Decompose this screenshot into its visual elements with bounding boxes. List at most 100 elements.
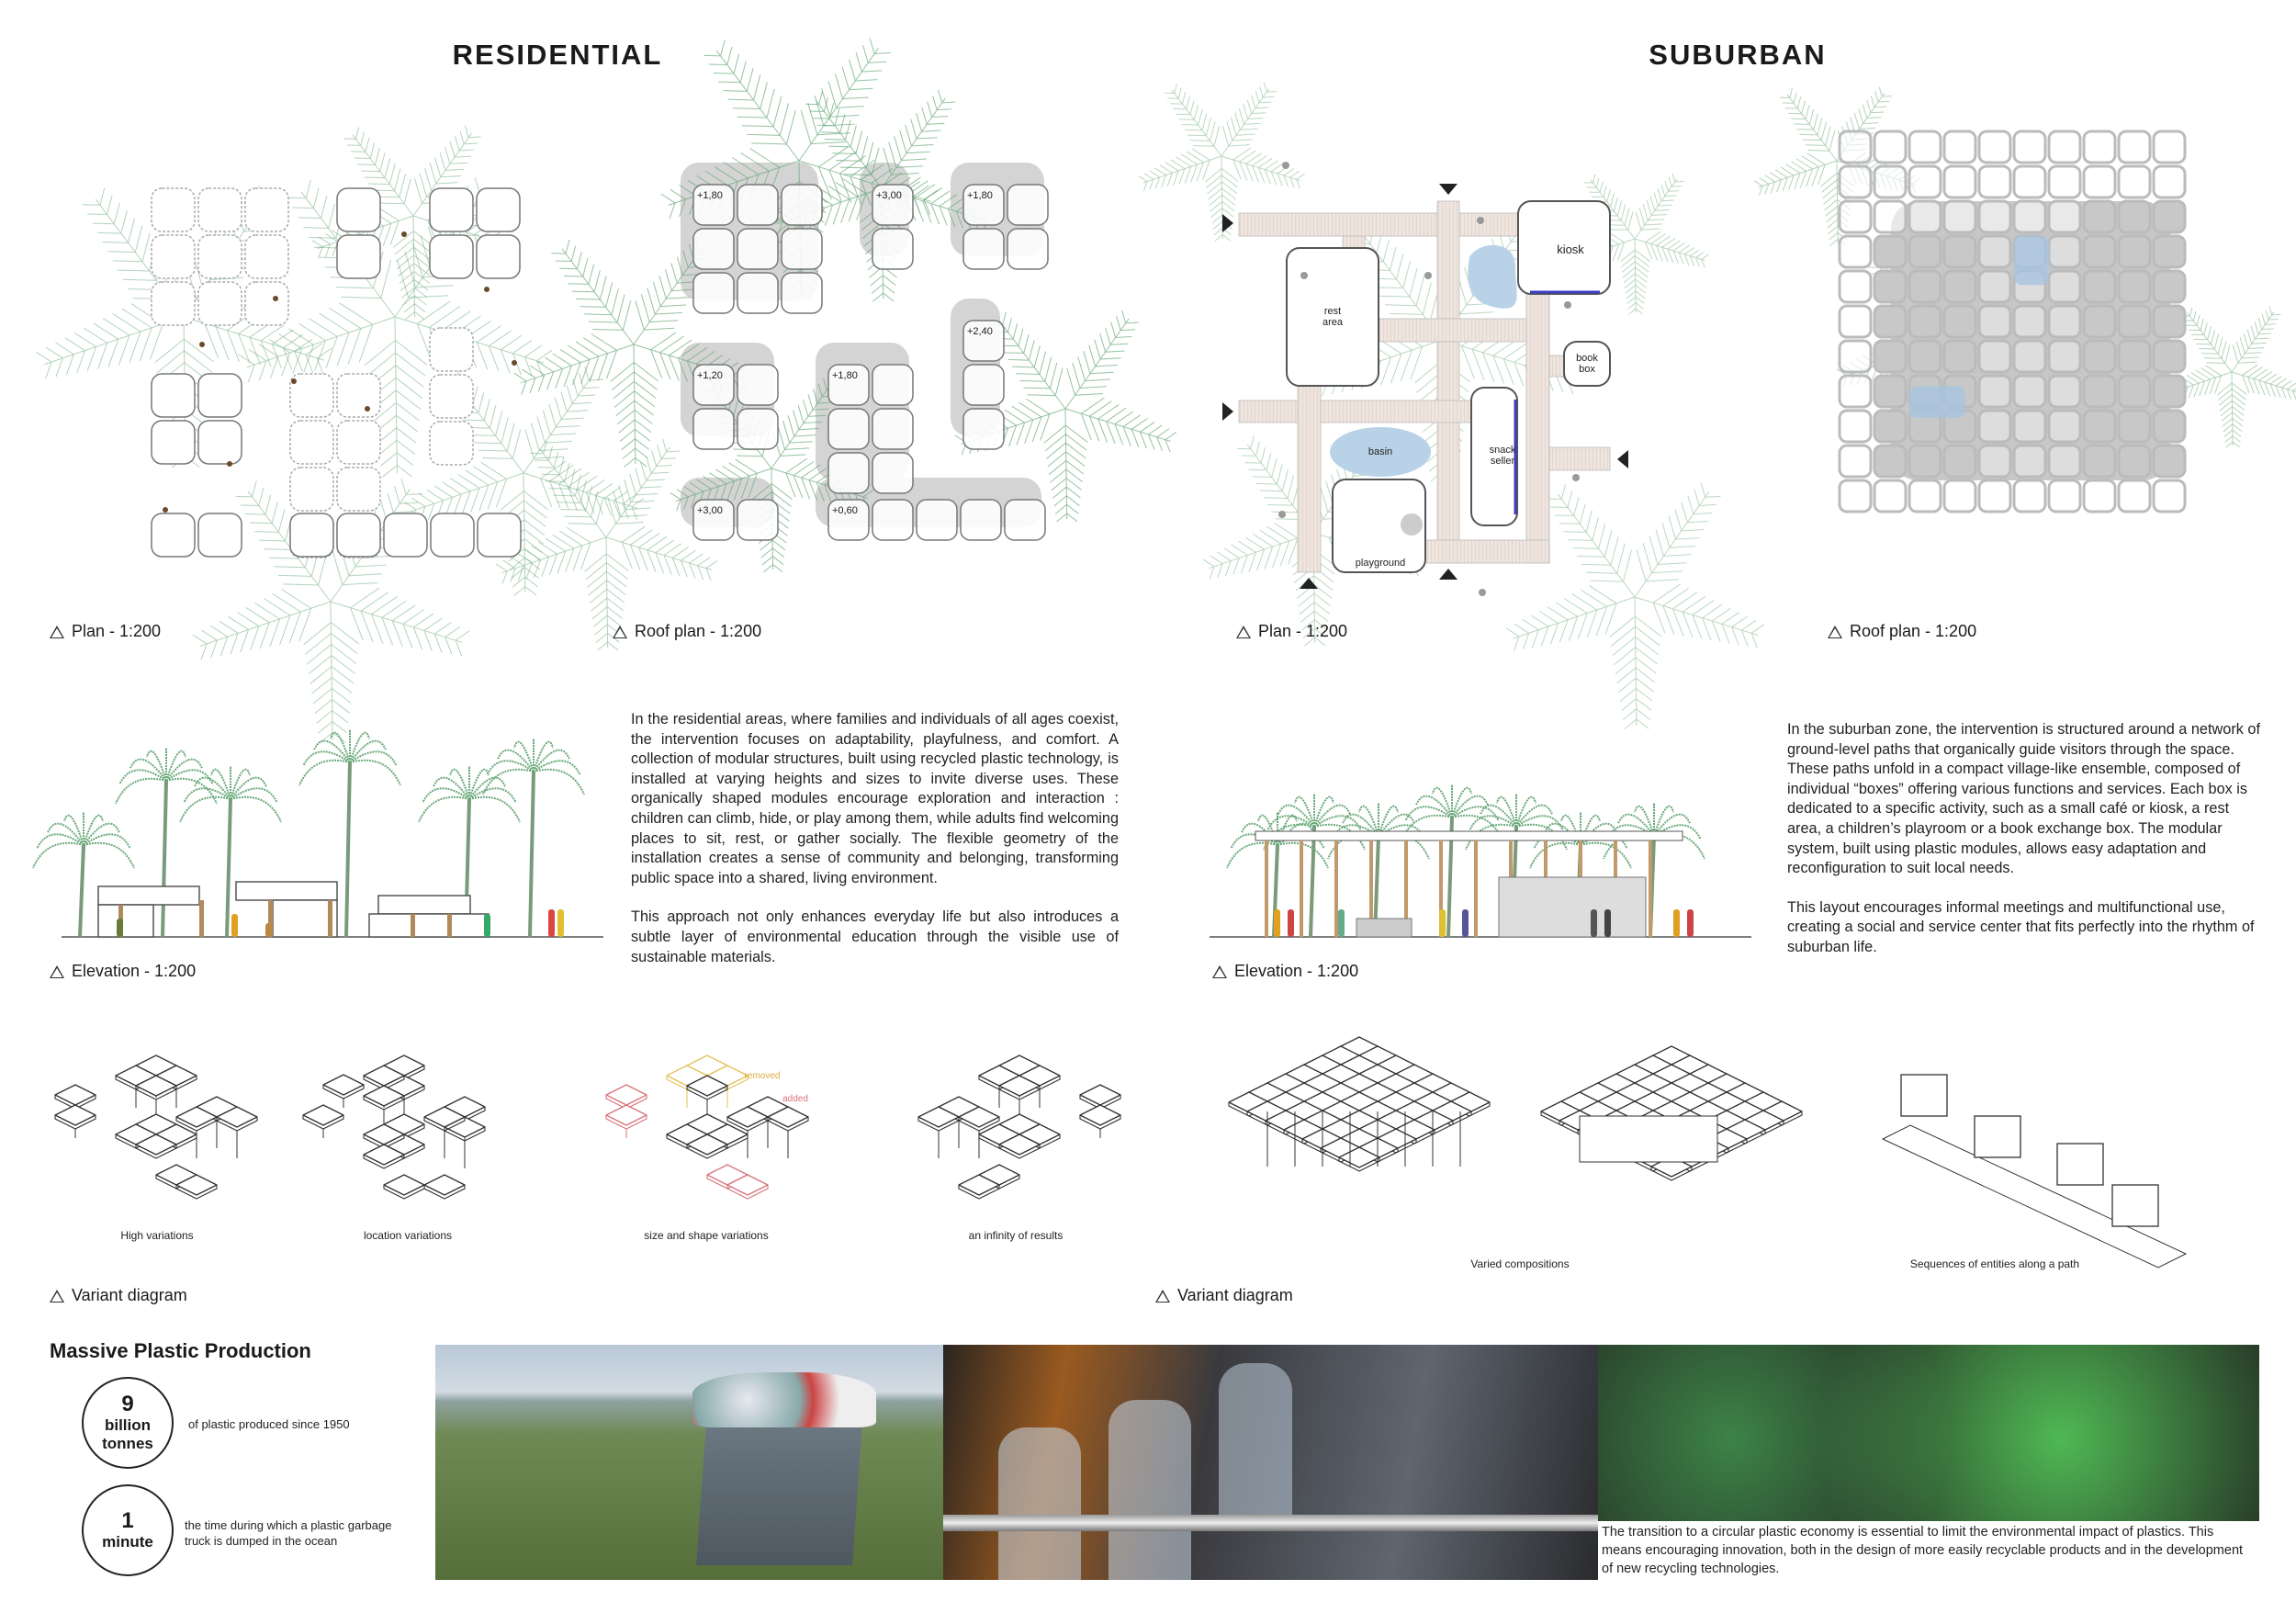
palm-leaflet bbox=[87, 213, 107, 216]
palm-leaflet bbox=[669, 202, 676, 220]
palm-leaflet bbox=[1243, 104, 1249, 119]
palm-leaflet bbox=[816, 124, 835, 127]
palm-leaflet bbox=[399, 271, 415, 284]
entrance-arrow-icon bbox=[1439, 569, 1458, 580]
palm-leaflet bbox=[249, 337, 261, 366]
palm-leaflet bbox=[2232, 412, 2244, 422]
palm-leaflet bbox=[141, 232, 151, 262]
palm-leaflet bbox=[1273, 522, 1299, 539]
palm-leaflet bbox=[1625, 285, 1637, 294]
palm-leaflet bbox=[1650, 243, 1659, 261]
palm-leaflet bbox=[434, 485, 453, 498]
module-leg bbox=[268, 900, 273, 937]
palm-leaflet bbox=[1105, 350, 1125, 353]
palm-leaflet bbox=[455, 630, 470, 641]
roof-module bbox=[1838, 199, 1873, 234]
palm-leaflet bbox=[283, 333, 304, 348]
palm-leaflet bbox=[1289, 170, 1300, 178]
palm-leaflet bbox=[1870, 96, 1875, 108]
palm-leaflet bbox=[930, 190, 951, 205]
column bbox=[1369, 840, 1373, 937]
palm-leaflet bbox=[1210, 201, 1223, 212]
iso-module bbox=[363, 1144, 405, 1166]
palm-leaflet bbox=[1232, 147, 1252, 161]
palm-leaflet bbox=[294, 338, 313, 352]
palm-leaflet bbox=[254, 603, 280, 620]
palm-leaflet bbox=[1066, 495, 1080, 506]
walkway-path bbox=[1525, 290, 1550, 564]
palm-leaflet bbox=[690, 493, 697, 509]
palm-leaflet bbox=[1595, 606, 1607, 637]
palm-leaflet bbox=[1296, 173, 1305, 180]
palm-leaflet bbox=[2237, 361, 2257, 364]
palm-leaflet bbox=[107, 195, 113, 215]
palm-frond bbox=[448, 768, 470, 800]
palm-leaflet bbox=[1252, 476, 1272, 478]
palm-leaflet bbox=[1853, 112, 1860, 130]
palm-leaflet bbox=[2200, 353, 2219, 355]
palm-frond bbox=[2231, 371, 2234, 445]
iso-module bbox=[605, 1104, 647, 1126]
palm-leaflet bbox=[1585, 510, 1593, 533]
palm-leaflet bbox=[1181, 92, 1187, 105]
palm-frond bbox=[1378, 813, 1415, 837]
palm-leaflet bbox=[502, 559, 516, 570]
module-cell bbox=[151, 373, 196, 418]
palm-leaflet bbox=[238, 333, 251, 364]
palm-leaflet bbox=[835, 181, 859, 197]
palm-frond bbox=[798, 48, 879, 162]
palm-leaflet bbox=[1634, 249, 1650, 262]
palm-leaflet bbox=[281, 352, 291, 377]
palm-leaflet bbox=[1258, 157, 1273, 168]
palm-leaflet bbox=[649, 320, 679, 323]
palm-leaflet bbox=[204, 322, 219, 359]
palm-leaflet bbox=[1711, 620, 1721, 642]
palm-leaflet bbox=[640, 462, 647, 481]
iso-module bbox=[322, 1074, 365, 1096]
palm-leaflet bbox=[2292, 390, 2296, 400]
palm-leaflet bbox=[1813, 113, 1818, 130]
tree-marker bbox=[1424, 272, 1432, 279]
palm-leaflet bbox=[1080, 397, 1105, 414]
palm-leaflet bbox=[1210, 555, 1223, 565]
palm-leaflet bbox=[1089, 371, 1114, 375]
palm-leaflet bbox=[1173, 170, 1179, 186]
palm-frond bbox=[2231, 371, 2296, 393]
palm-leaflet bbox=[1114, 411, 1134, 425]
palm-leaflet bbox=[501, 570, 508, 584]
column bbox=[1334, 840, 1338, 937]
palm-leaflet bbox=[1209, 194, 1222, 207]
palm-leaflet bbox=[419, 173, 428, 197]
palm-leaflet bbox=[1695, 252, 1705, 258]
palm-leaflet bbox=[1380, 356, 1392, 386]
palm-leaflet bbox=[803, 421, 823, 424]
palm-leaflet bbox=[331, 666, 355, 684]
person-marker bbox=[512, 360, 517, 366]
palm-leaflet bbox=[332, 721, 348, 734]
module-cell bbox=[151, 187, 196, 232]
palm-leaflet bbox=[585, 485, 593, 511]
palm-leaflet bbox=[1731, 615, 1748, 628]
palm-frond bbox=[1451, 795, 1489, 818]
palm-leaflet bbox=[2199, 380, 2205, 397]
palm-leaflet bbox=[2222, 418, 2234, 427]
palm-leaflet bbox=[631, 498, 645, 507]
module-cell bbox=[737, 184, 779, 226]
roof-module bbox=[1873, 130, 1908, 164]
module-block bbox=[377, 895, 471, 915]
palm-leaflet bbox=[1636, 718, 1649, 729]
palm-leaflet bbox=[1131, 429, 1140, 448]
roof-module bbox=[2082, 269, 2117, 304]
palm-frond bbox=[1529, 841, 1581, 869]
palm-leaflet bbox=[1829, 239, 1839, 246]
palm-leaflet bbox=[594, 483, 613, 496]
palm-leaflet bbox=[1240, 128, 1258, 130]
palm-leaflet bbox=[619, 428, 636, 442]
palm-leaflet bbox=[1048, 460, 1067, 476]
residential-paragraph-1: In the residential areas, where families… bbox=[631, 711, 1119, 886]
roof-module bbox=[1977, 269, 2012, 304]
palm-leaflet bbox=[1148, 424, 1163, 435]
roof-module bbox=[1838, 130, 1873, 164]
residential-variant-caption: Variant diagram bbox=[50, 1286, 187, 1305]
palm-leaflet bbox=[589, 378, 603, 381]
